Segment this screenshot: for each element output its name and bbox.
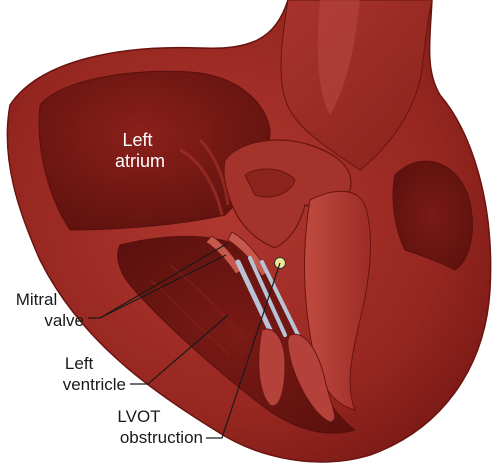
label-left-atrium: Left atrium <box>115 130 165 171</box>
label-left-ventricle: Left ventricle <box>63 354 126 394</box>
